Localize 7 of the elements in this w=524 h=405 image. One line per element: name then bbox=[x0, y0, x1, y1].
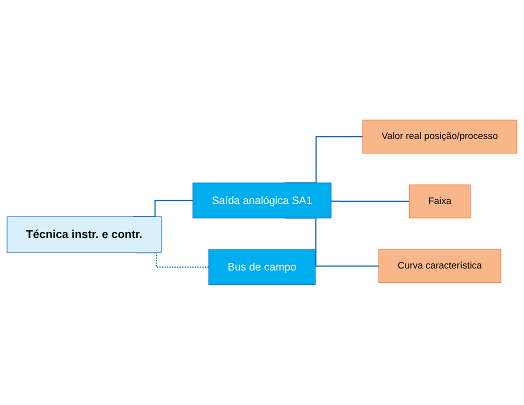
node-box: Bus de campo bbox=[208, 249, 316, 286]
node-box: Faixa bbox=[408, 184, 471, 218]
connector bbox=[331, 200, 410, 202]
node-box: Técnica instr. e contr. bbox=[6, 216, 162, 254]
node-box: Valor real posição/processo bbox=[362, 120, 518, 154]
node-box: Saída analógica SA1 bbox=[192, 182, 332, 218]
node-box: Curva característica bbox=[378, 249, 502, 284]
